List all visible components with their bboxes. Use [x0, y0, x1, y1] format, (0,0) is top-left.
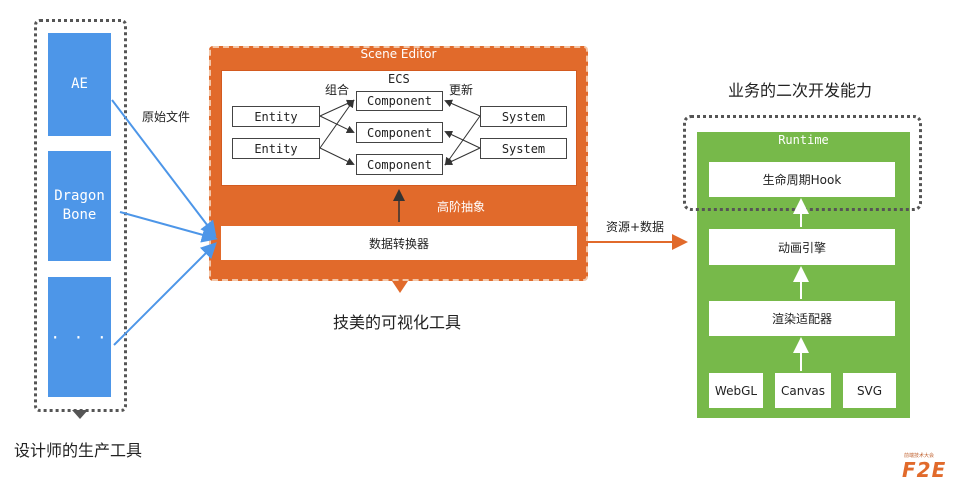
entity-component-arrow — [319, 99, 355, 149]
logo-subtext: 前端技术大会 — [904, 453, 935, 459]
scene-editor-notch — [392, 281, 408, 293]
tool-more: · · · — [48, 277, 111, 397]
entity-box: Entity — [232, 106, 320, 127]
tool-dragon-bone: Dragon Bone — [48, 151, 111, 261]
entity-box: Entity — [232, 138, 320, 159]
tools-panel-notch — [72, 410, 88, 419]
animation-engine-box: 动画引擎 — [709, 229, 895, 265]
component-box: Component — [356, 91, 443, 111]
designer-tools-caption: 设计师的生产工具 — [14, 441, 143, 460]
system-component-arrow — [444, 130, 481, 149]
ae-to-converter-arrow — [111, 99, 217, 238]
raw-files-label: 原始文件 — [142, 110, 191, 124]
renderer-svg: SVG — [843, 373, 896, 408]
ecs-label: ECS — [388, 72, 410, 86]
runtime-title: Runtime — [778, 133, 829, 147]
system-box: System — [480, 138, 567, 159]
data-converter-box: 数据转换器 — [221, 226, 577, 260]
component-box: Component — [356, 122, 443, 143]
entity-component-arrow — [319, 147, 355, 165]
dragonbone-to-converter-arrow — [119, 211, 218, 243]
tech-art-tools-caption: 技美的可视化工具 — [333, 313, 462, 332]
secondary-dev-caption: 业务的二次开发能力 — [728, 81, 873, 100]
combine-label: 组合 — [325, 83, 350, 97]
lifecycle-hook-box: 生命周期Hook — [709, 162, 895, 197]
f2e-logo: F2E — [902, 458, 947, 482]
render-adapter-box: 渲染适配器 — [709, 301, 895, 336]
update-label: 更新 — [449, 83, 474, 97]
renderer-webgl: WebGL — [709, 373, 763, 408]
renderer-canvas: Canvas — [775, 373, 831, 408]
abstraction-label: 高阶抽象 — [437, 200, 486, 214]
system-box: System — [480, 106, 567, 127]
system-component-arrow — [444, 147, 481, 166]
resources-data-label: 资源+数据 — [606, 220, 665, 234]
system-component-arrow — [444, 99, 481, 117]
scene-editor-title: Scene Editor — [360, 47, 437, 61]
more-to-converter-arrow — [113, 242, 217, 346]
component-box: Component — [356, 154, 443, 175]
tool-ae: AE — [48, 33, 111, 136]
